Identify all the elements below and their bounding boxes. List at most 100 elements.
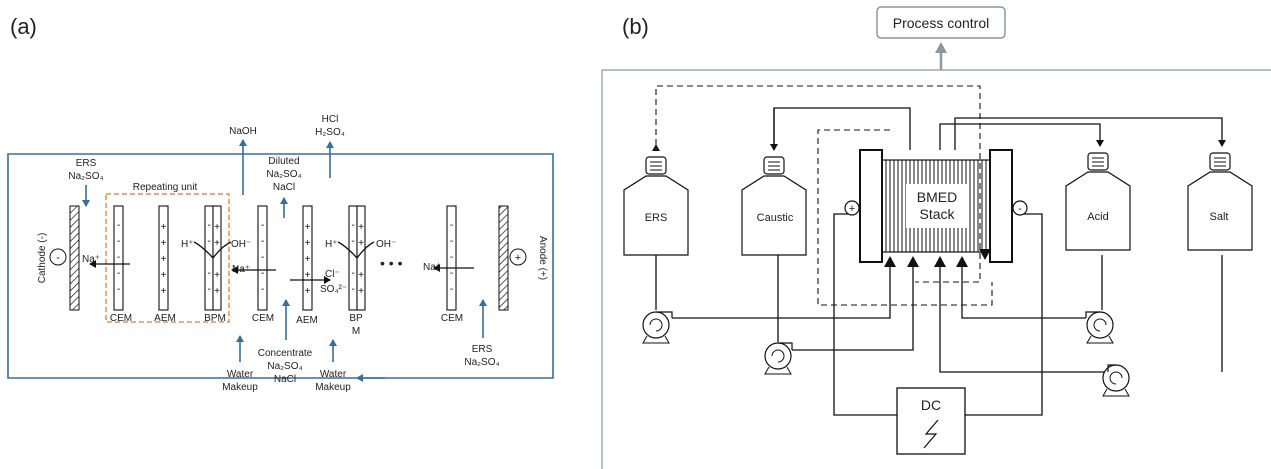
piping [655, 107, 1226, 416]
positive-terminal [844, 200, 860, 216]
process-control-label: Process control [893, 15, 989, 31]
svg-text:+: + [358, 238, 364, 249]
membrane-cem-1: ----- [113, 205, 124, 311]
pump-salt [1102, 364, 1130, 397]
bmed-stack-label-cont: Stack [919, 206, 955, 222]
cl-ion: Cl⁻ [325, 269, 340, 280]
ers-top-label: ERS [76, 158, 97, 169]
svg-text:-: - [117, 268, 120, 279]
cathode-terminal [49, 248, 67, 266]
tank-acid [1065, 152, 1131, 251]
svg-text:-: - [261, 284, 264, 295]
concentrate-salt-label: Na₂SO₄ [267, 361, 302, 372]
cem-1-label: CEM [110, 313, 132, 324]
ers-bottom-label: ERS [472, 344, 493, 355]
tank-caustic [741, 156, 807, 256]
svg-text:-: - [117, 252, 120, 263]
pump-ers [642, 311, 673, 344]
svg-text:+: + [358, 286, 364, 297]
pump-caustic [764, 342, 793, 375]
svg-text:-: - [351, 220, 354, 231]
cem-2-label: CEM [252, 313, 274, 324]
ers-bottom-salt-label: Na₂SO₄ [464, 357, 499, 368]
svg-text:+: + [214, 286, 220, 297]
water-makeup-1-label-cont: Makeup [222, 382, 258, 393]
repeating-unit-box [105, 193, 230, 323]
svg-text:-: - [261, 268, 264, 279]
repeating-unit-label: Repeating unit [133, 182, 198, 193]
svg-text:-: - [351, 284, 354, 295]
cathode-label: Cathode (-) [37, 233, 48, 284]
svg-text:-: - [351, 268, 354, 279]
membrane-aem-2: + + + + + [302, 205, 313, 311]
tank-acid-label: Acid [1087, 211, 1108, 223]
svg-text:+: + [214, 270, 220, 281]
tank-salt-label: Salt [1210, 211, 1229, 223]
svg-text:+: + [305, 270, 311, 281]
svg-text:-: - [117, 284, 120, 295]
circulation-loop [7, 153, 554, 379]
dc-power-supply [896, 387, 966, 455]
panel-b-label: (b) [622, 14, 649, 39]
cathode-electrode [69, 205, 80, 311]
svg-text:+: + [305, 222, 311, 233]
panel-b: (b) Process control [601, 6, 1271, 469]
water-split-arrows-1 [193, 241, 232, 259]
negative-terminal [1012, 200, 1028, 216]
cem-3-label: CEM [441, 313, 463, 324]
water-split-arrows-2 [337, 241, 375, 259]
svg-text:+: + [161, 222, 167, 233]
tank-salt [1187, 152, 1253, 251]
ellipsis: • • • [380, 255, 403, 271]
na-ion-1: Na⁺ [82, 254, 100, 265]
bpm-2-label: BP [349, 313, 363, 324]
process-control-box [876, 6, 1006, 39]
anode-sign: + [515, 252, 521, 264]
anode-terminal [509, 248, 527, 266]
anode-label: Anode (+) [537, 236, 548, 280]
panel-a-label: (a) [10, 14, 37, 39]
svg-text:+: + [305, 238, 311, 249]
pump-acid [1085, 311, 1114, 344]
na-ion-3: Na⁺ [423, 262, 441, 273]
diluted-salt-label: Na₂SO₄ [266, 169, 301, 180]
h-ion-2: H⁺ [325, 239, 338, 250]
ers-dashed-loop [652, 85, 981, 283]
svg-text:-: - [351, 236, 354, 247]
bmed-stack [859, 149, 1013, 263]
concentrate-nacl-label: NaCl [274, 374, 296, 385]
svg-text:-: - [207, 284, 210, 295]
dc-label: DC [921, 397, 941, 413]
svg-text:+: + [305, 286, 311, 297]
svg-text:-: - [450, 252, 453, 263]
bpm-1-label: BPM [204, 313, 226, 324]
svg-text:+: + [161, 286, 167, 297]
svg-text:-: - [207, 268, 210, 279]
membrane-cem-3: ----- [446, 205, 457, 311]
h-ion-1: H⁺ [181, 239, 194, 250]
svg-text:-: - [117, 220, 120, 231]
membrane-aem-1: +++++ [158, 205, 169, 311]
diluted-nacl-label: NaCl [273, 182, 295, 193]
svg-text:-: - [450, 284, 453, 295]
svg-text:+: + [161, 238, 167, 249]
ers-top-salt-label: Na₂SO₄ [68, 171, 103, 182]
aem-2-label: AEM [296, 315, 318, 326]
bpm-2-label-cont: M [352, 326, 360, 337]
svg-text:-: - [450, 268, 453, 279]
tank-caustic-label: Caustic [757, 212, 794, 224]
svg-text:-: - [207, 220, 210, 231]
svg-text:-: - [261, 252, 264, 263]
tank-ers [623, 156, 689, 256]
svg-text:-: - [450, 220, 453, 231]
svg-text:+: + [305, 254, 311, 265]
negative-terminal-sign: - [1018, 203, 1022, 215]
oh-ion-2: OH⁻ [376, 239, 396, 250]
diluted-label: Diluted [268, 156, 299, 167]
svg-text:-: - [207, 236, 210, 247]
membrane-cem-2: ----- [257, 205, 268, 311]
membrane-bpm-1: ---- ++++ [204, 205, 222, 311]
membrane-bpm-2: ---- ++++ [348, 205, 366, 311]
svg-text:+: + [358, 270, 364, 281]
water-makeup-1-label: Water [227, 369, 254, 380]
